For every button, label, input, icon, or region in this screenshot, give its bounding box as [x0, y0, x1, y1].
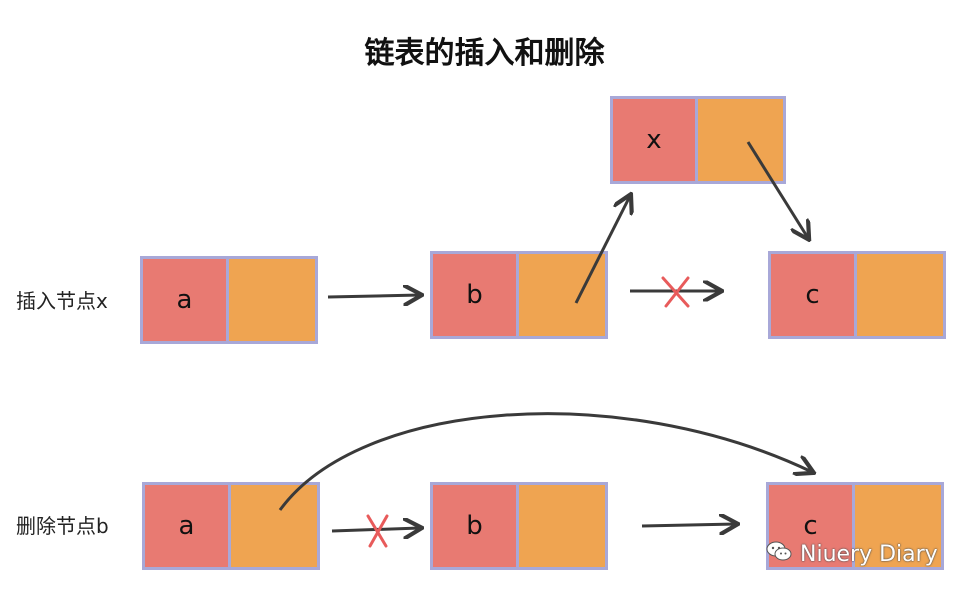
node-pointer: [857, 254, 943, 336]
node-pointer: [855, 485, 941, 567]
arrow-a-to-b: [327, 295, 420, 297]
node-value: a: [145, 485, 231, 567]
insert-node-b: b: [430, 251, 608, 339]
arrow-a-to-c-curve: [278, 412, 812, 511]
watermark-text: Niuery Diary: [800, 541, 938, 567]
arrow-b-to-c: [641, 524, 736, 526]
cross-mark-insert: [661, 276, 690, 308]
diagram-title: 链表的插入和删除: [364, 36, 605, 71]
insert-row-label: 插入节点x: [16, 289, 108, 313]
delete-node-b: b: [430, 482, 608, 570]
node-value: c: [771, 254, 857, 336]
node-pointer: [519, 254, 605, 336]
node-value: b: [433, 254, 519, 336]
arrow-b-to-x: [574, 196, 630, 304]
node-value: x: [613, 99, 698, 181]
node-pointer: [519, 485, 605, 567]
node-pointer: [231, 485, 317, 567]
node-pointer: [698, 99, 783, 181]
insert-node-c: c: [768, 251, 946, 339]
node-value: b: [433, 485, 519, 567]
wechat-icon: [766, 540, 792, 568]
node-pointer: [229, 259, 315, 341]
arrow-x-to-c: [746, 141, 808, 238]
insert-node-a: a: [140, 256, 318, 344]
node-value: a: [143, 259, 229, 341]
cross-mark-delete: [366, 514, 389, 548]
delete-row-label: 删除节点b: [16, 514, 109, 538]
insert-node-x: x: [610, 96, 786, 184]
watermark: Niuery Diary: [766, 540, 938, 568]
